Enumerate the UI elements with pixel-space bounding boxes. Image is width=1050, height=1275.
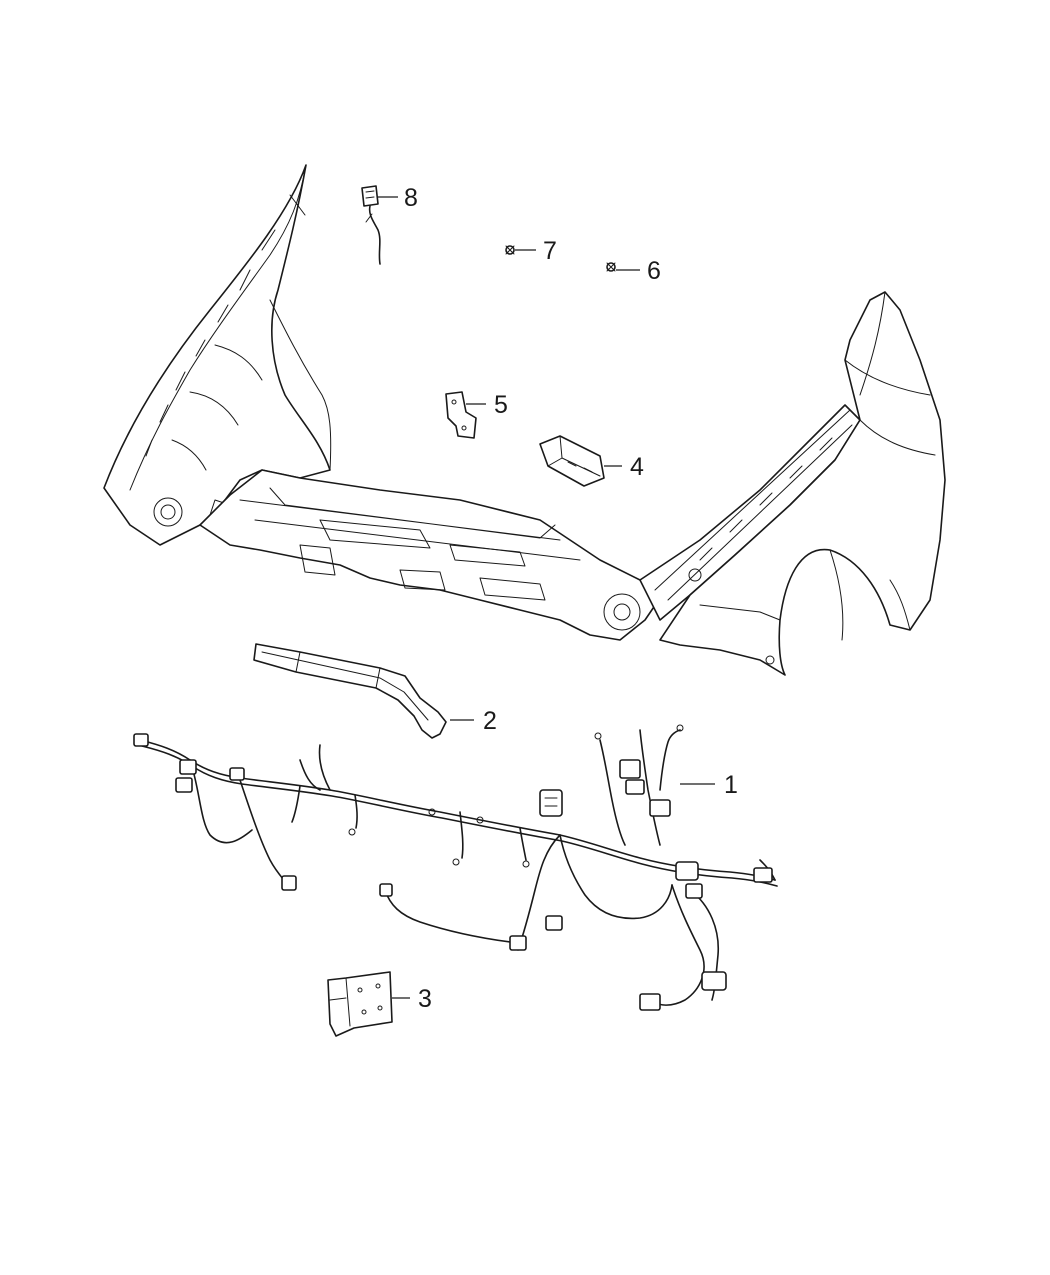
callout-7-label: 7	[543, 237, 557, 265]
callout-5: 5	[466, 391, 508, 419]
callout-6-label: 6	[647, 257, 661, 285]
part-1-wiring-harness	[133, 724, 778, 1011]
part-2-hose	[253, 643, 447, 739]
front-fascia-assembly	[103, 164, 946, 676]
callout-4: 4	[604, 453, 644, 481]
part-8-sensor	[361, 185, 381, 265]
part-7-clip	[505, 245, 515, 255]
callout-2: 2	[450, 707, 497, 735]
callout-1: 1	[680, 771, 738, 799]
callout-8-label: 8	[404, 184, 418, 212]
callout-5-label: 5	[494, 391, 508, 419]
callout-7: 7	[515, 237, 557, 265]
callout-3-label: 3	[418, 985, 432, 1013]
part-4-bracket	[539, 435, 605, 487]
callout-6: 6	[616, 257, 661, 285]
callout-1-label: 1	[724, 771, 738, 799]
part-3-plate	[327, 971, 393, 1037]
callout-2-label: 2	[483, 707, 497, 735]
callout-8: 8	[378, 184, 418, 212]
part-5-bracket	[445, 391, 477, 439]
callout-3: 3	[392, 985, 432, 1013]
part-6-clip	[606, 262, 616, 272]
callout-4-label: 4	[630, 453, 644, 481]
